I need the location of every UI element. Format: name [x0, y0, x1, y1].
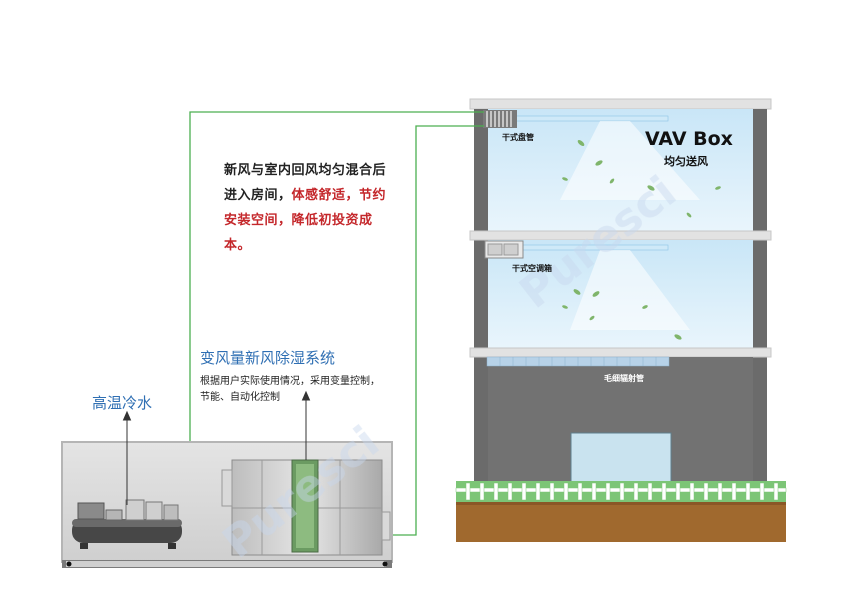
vav-title: VAV Box [645, 128, 733, 150]
system-subtitle-line: 节能、自动化控制 [200, 392, 280, 403]
ground-window [570, 432, 672, 484]
system-subtitle-line: 根据用户实际使用情况，采用变量控制， [200, 376, 380, 387]
airflow-cone [570, 250, 690, 330]
left-wall [474, 109, 488, 483]
description-highlight: 体感舒适，节约安装空间，降低初投资成本。 [224, 188, 387, 253]
dry-ahu-unit [484, 240, 524, 259]
right-wall [753, 109, 767, 483]
machine-room [61, 441, 393, 568]
vav-subtitle: 均匀送风 [664, 155, 708, 168]
supply-duct-top [515, 115, 669, 122]
pipe-inner [392, 125, 484, 536]
floor-slab-1 [469, 347, 772, 358]
description-text: 新风与室内回风均匀混合后进入房间， [224, 163, 387, 203]
dehumidifier-unit [221, 459, 391, 556]
roof-slab [469, 98, 772, 110]
airflow-cone [560, 121, 700, 200]
leaf-decorations [562, 140, 721, 340]
dry-ahu-label: 干式空调箱 [512, 264, 552, 273]
dry-coil-label: 干式盘管 [502, 133, 534, 142]
fence [455, 482, 787, 501]
system-title: 变风量新风除湿系统 [200, 349, 336, 367]
soil [456, 502, 786, 542]
label-arrows [122, 390, 311, 505]
radiant-tube-label: 毛细辐射管 [604, 374, 644, 383]
chiller-unit [72, 499, 182, 549]
system-description: 新风与室内回风均匀混合后进入房间，体感舒适，节约安装空间，降低初投资成本。 [224, 158, 392, 258]
chiller-label: 高温冷水 [92, 394, 153, 412]
building [455, 98, 787, 542]
system-subtitle: 根据用户实际使用情况，采用变量控制， 节能、自动化控制 [200, 374, 410, 406]
dry-coil-unit [483, 110, 517, 128]
